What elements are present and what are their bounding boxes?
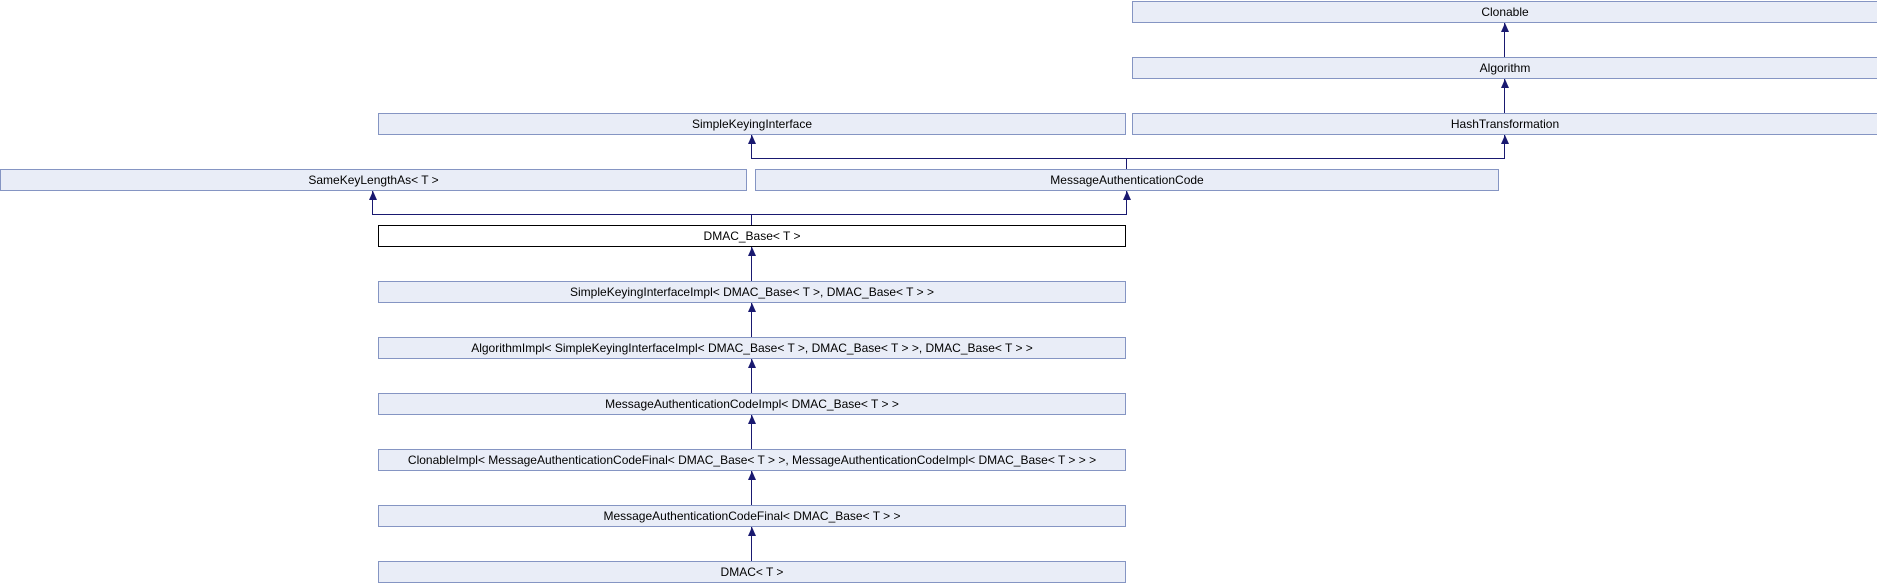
arrow-up-icon bbox=[747, 527, 756, 536]
arrow-up-icon bbox=[1122, 191, 1131, 200]
inheritance-edge-vertical bbox=[751, 247, 752, 281]
inheritance-edge-vertical bbox=[751, 303, 752, 337]
inheritance-edge-horizontal bbox=[751, 158, 1505, 159]
class-node-message-authentication-code-final[interactable]: MessageAuthenticationCodeFinal< DMAC_Bas… bbox=[378, 505, 1126, 527]
class-node-clonable[interactable]: Clonable bbox=[1132, 1, 1877, 23]
arrow-up-icon bbox=[747, 415, 756, 424]
inheritance-edge-vertical bbox=[1504, 23, 1505, 57]
class-node-dmac-base: DMAC_Base< T > bbox=[378, 225, 1126, 247]
inheritance-edge-vertical bbox=[751, 471, 752, 505]
class-node-simple-keying-interface-impl[interactable]: SimpleKeyingInterfaceImpl< DMAC_Base< T … bbox=[378, 281, 1126, 303]
inheritance-edge-vertical bbox=[751, 214, 752, 225]
class-node-hash-transformation[interactable]: HashTransformation bbox=[1132, 113, 1877, 135]
arrow-up-icon bbox=[747, 303, 756, 312]
inheritance-edge-vertical bbox=[1126, 158, 1127, 169]
arrow-up-icon bbox=[1500, 79, 1509, 88]
class-node-dmac[interactable]: DMAC< T > bbox=[378, 561, 1126, 583]
inheritance-edge-vertical bbox=[751, 135, 752, 158]
class-node-message-authentication-code[interactable]: MessageAuthenticationCode bbox=[755, 169, 1499, 191]
class-node-simple-keying-interface[interactable]: SimpleKeyingInterface bbox=[378, 113, 1126, 135]
arrow-up-icon bbox=[747, 247, 756, 256]
arrow-up-icon bbox=[747, 359, 756, 368]
inheritance-edge-vertical bbox=[1504, 79, 1505, 113]
arrow-up-icon bbox=[1500, 23, 1509, 32]
inheritance-edge-vertical bbox=[1504, 135, 1505, 158]
inheritance-edge-vertical bbox=[751, 359, 752, 393]
arrow-up-icon bbox=[747, 471, 756, 480]
inheritance-edge-horizontal bbox=[372, 214, 1127, 215]
arrow-up-icon bbox=[1500, 135, 1509, 144]
inheritance-edge-vertical bbox=[372, 191, 373, 214]
inheritance-edge-vertical bbox=[751, 527, 752, 561]
arrow-up-icon bbox=[747, 135, 756, 144]
class-node-clonable-impl[interactable]: ClonableImpl< MessageAuthenticationCodeF… bbox=[378, 449, 1126, 471]
inheritance-edge-vertical bbox=[751, 415, 752, 449]
class-node-algorithm[interactable]: Algorithm bbox=[1132, 57, 1877, 79]
class-node-message-authentication-code-impl[interactable]: MessageAuthenticationCodeImpl< DMAC_Base… bbox=[378, 393, 1126, 415]
inheritance-edge-vertical bbox=[1126, 191, 1127, 214]
arrow-up-icon bbox=[368, 191, 377, 200]
class-node-algorithm-impl[interactable]: AlgorithmImpl< SimpleKeyingInterfaceImpl… bbox=[378, 337, 1126, 359]
class-node-same-key-length-as[interactable]: SameKeyLengthAs< T > bbox=[0, 169, 747, 191]
